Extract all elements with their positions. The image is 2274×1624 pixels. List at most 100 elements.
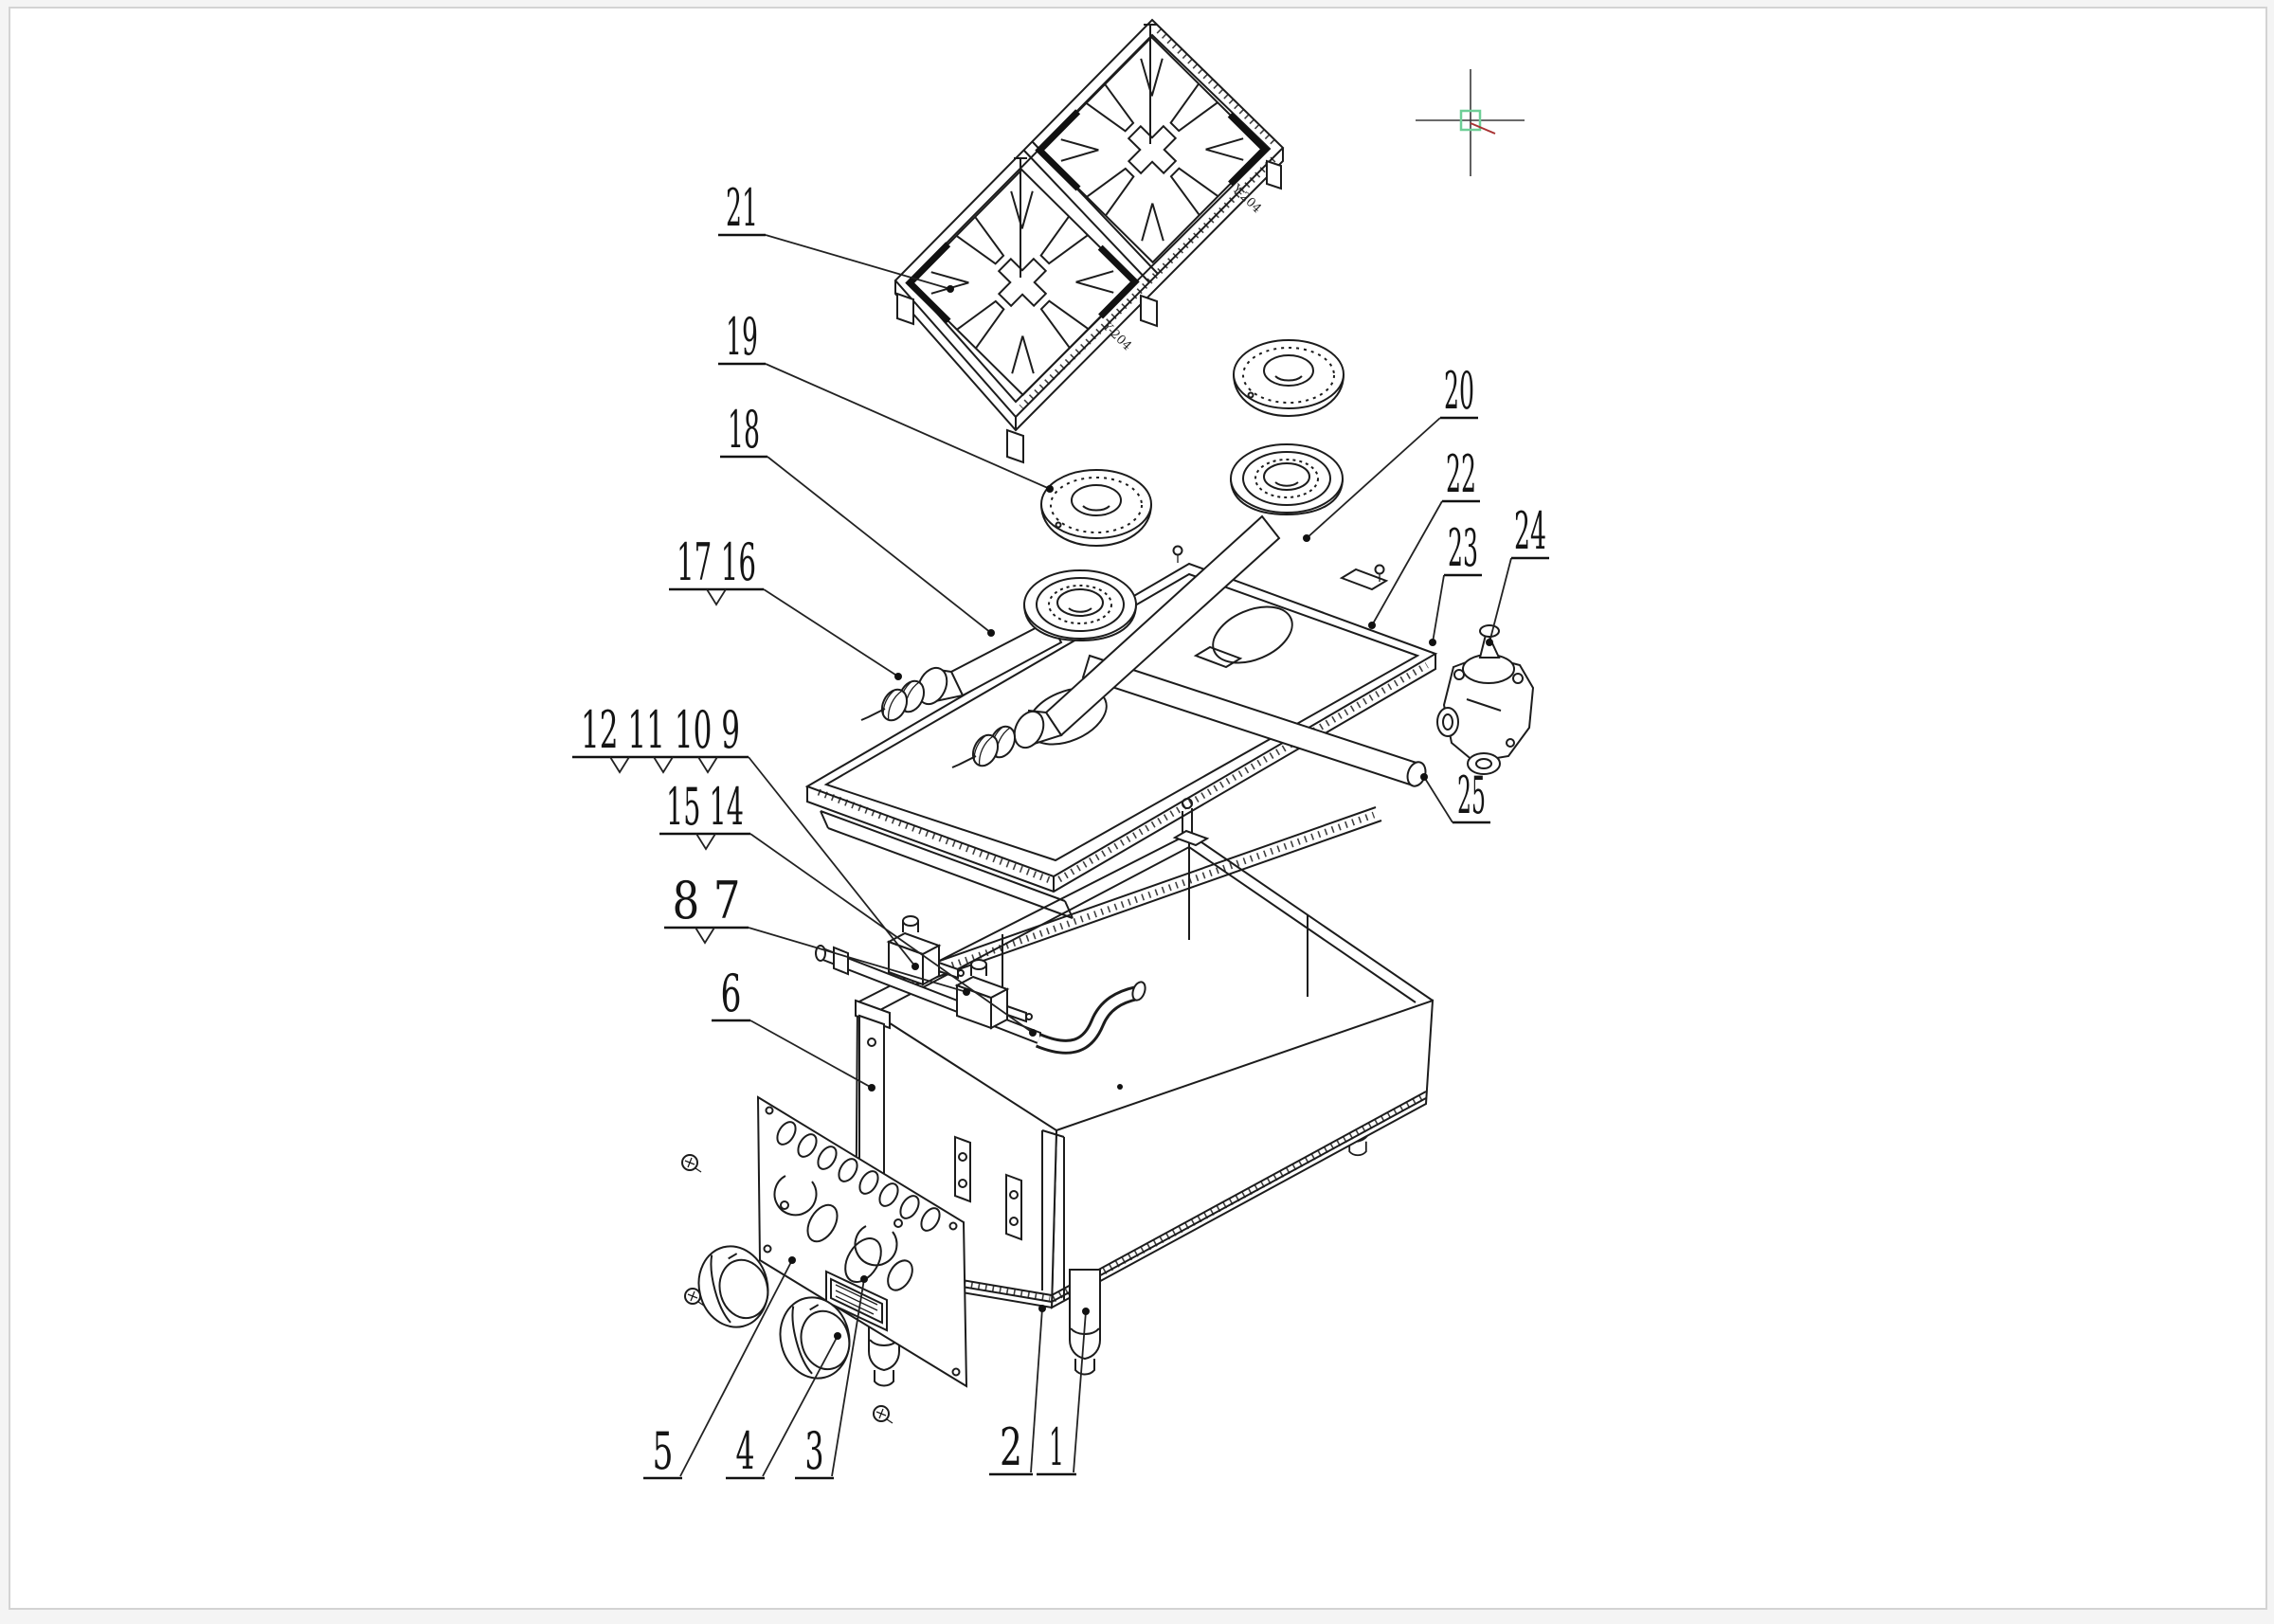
- leader-line: [1306, 417, 1441, 539]
- leader-line: [1423, 776, 1453, 823]
- rear-gas-pipe: [1081, 654, 1427, 787]
- leader-dot: [1368, 622, 1376, 629]
- part-number: 18: [728, 400, 760, 460]
- callout-3: 3: [795, 1275, 868, 1481]
- leader-line: [748, 927, 967, 993]
- burner-head-right: [1230, 443, 1344, 515]
- callout-5: 5: [643, 1256, 796, 1481]
- callout-8-7: 8 7: [664, 871, 970, 996]
- part-number: 25: [1457, 766, 1486, 825]
- part-number: 1: [1049, 1417, 1064, 1477]
- leader-line: [765, 234, 951, 290]
- callout-6: 6: [712, 964, 875, 1092]
- grate-center-pins: [1014, 24, 1157, 278]
- gas-manifold-assembly: [815, 798, 1210, 1055]
- burner-cap-right: [1233, 339, 1345, 417]
- leader-line: [1030, 1308, 1043, 1473]
- leader-line: [1371, 500, 1443, 626]
- pan-burner-hole-right: [1212, 605, 1293, 664]
- callout-4: 4: [726, 1332, 841, 1481]
- leader-dot: [947, 285, 954, 293]
- callout-notch: [697, 756, 718, 774]
- venturi-left: [860, 619, 1063, 726]
- leader-line: [749, 833, 1034, 1034]
- leader-dot: [1429, 639, 1436, 646]
- corner-post: [1041, 1129, 1065, 1300]
- part-number: 8 7: [673, 871, 741, 930]
- part-number: 4: [736, 1421, 755, 1481]
- leader-dot: [1082, 1308, 1090, 1315]
- leader-line: [767, 456, 992, 634]
- pipe-nut: [833, 946, 849, 976]
- leader-dot: [1420, 773, 1428, 781]
- pickbox-mark: [1470, 122, 1496, 135]
- callout-12-11-10-9: 12 11 10 9: [572, 700, 919, 970]
- leader-line: [1489, 557, 1512, 643]
- leader-dot: [1046, 485, 1054, 493]
- leader-dot: [1038, 1305, 1046, 1312]
- leader-line: [762, 1335, 839, 1477]
- callout-17-16: 17 16: [669, 532, 902, 680]
- callout-20: 20: [1303, 361, 1478, 542]
- part-number: 23: [1448, 518, 1478, 578]
- panel-arc-slot: [773, 1175, 818, 1217]
- part-number: 3: [805, 1421, 824, 1481]
- callout-notch: [695, 927, 715, 945]
- part-number: 21: [726, 178, 758, 238]
- callout-18: 18: [720, 400, 995, 637]
- callout-2: 2: [989, 1305, 1046, 1477]
- air-shutter-bell-right: [1013, 710, 1045, 749]
- leader-dot: [834, 1332, 841, 1340]
- leader-line: [1432, 574, 1445, 643]
- part-number: 20: [1444, 361, 1474, 421]
- air-shutter-bell-left: [916, 666, 948, 706]
- panel-arc-slot: [854, 1225, 898, 1267]
- callout-notch: [695, 833, 716, 851]
- leader-line: [679, 1259, 793, 1477]
- callout-1: 1: [1037, 1308, 1090, 1477]
- pickbox: [1459, 109, 1482, 132]
- mount-tab: [1005, 1173, 1022, 1241]
- grate-assembly: [893, 18, 1285, 464]
- leader-line: [831, 1278, 865, 1477]
- callout-notch: [706, 588, 727, 606]
- leader-line: [763, 588, 899, 677]
- drip-pan-frame: [804, 545, 1438, 919]
- part-number: 6: [721, 964, 742, 1023]
- part-number: 5: [653, 1421, 674, 1481]
- pan-sub-shelf: [820, 810, 1074, 919]
- panel-vent-holes: [776, 1121, 941, 1232]
- leader-line: [748, 756, 916, 967]
- leader-dot: [860, 1275, 868, 1283]
- leader-line: [1073, 1310, 1087, 1473]
- part-number: 22: [1446, 444, 1476, 504]
- nameplate: [825, 1270, 888, 1332]
- burner-head-left: [1023, 569, 1137, 641]
- part-number: 19: [726, 307, 758, 367]
- callout-notch: [653, 756, 674, 774]
- leader-dot: [788, 1256, 796, 1264]
- leader-dot: [987, 629, 995, 637]
- part-number: 2: [1000, 1417, 1022, 1477]
- leader-dot: [1029, 1029, 1037, 1037]
- callout-24: 24: [1486, 501, 1549, 646]
- callout-23: 23: [1429, 518, 1482, 646]
- orifice-rod: [951, 755, 977, 768]
- burner-cap-left: [1040, 469, 1152, 547]
- leader-dot: [868, 1084, 875, 1092]
- leader-line: [765, 363, 1051, 490]
- callout-21: 21: [718, 178, 954, 293]
- cad-crosshair-cursor: [1416, 69, 1525, 176]
- leader-dot: [894, 673, 902, 680]
- control-panel: [756, 1095, 968, 1388]
- callout-25: 25: [1420, 766, 1490, 825]
- callout-15-14: 15 14: [659, 777, 1037, 1037]
- leader-dot: [1486, 639, 1493, 646]
- venturi-right: [951, 514, 1281, 771]
- leader-line: [749, 1020, 873, 1089]
- leader-dot: [1303, 534, 1310, 542]
- part-number: 12 11 10 9: [581, 700, 740, 760]
